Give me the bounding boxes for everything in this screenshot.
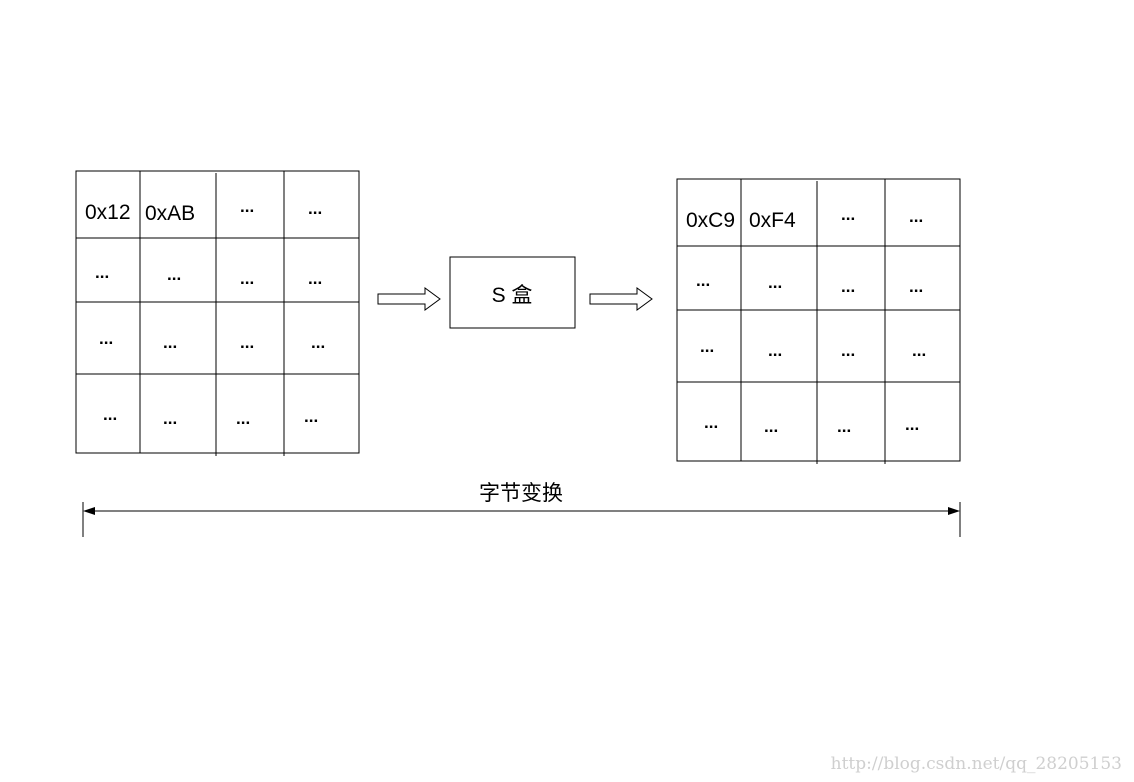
input-cell-0-1: 0xAB	[145, 202, 195, 225]
input-cell-0-2: ...	[240, 197, 254, 216]
sbox-label: S 盒	[492, 284, 533, 307]
input-cell-3-1: ...	[163, 409, 177, 428]
output-cell-0-1: 0xF4	[749, 209, 796, 232]
input-cell-2-1: ...	[163, 333, 177, 352]
range-label: 字节变换	[479, 481, 563, 505]
output-cell-0-2: ...	[841, 205, 855, 224]
output-cell-3-2: ...	[837, 417, 851, 436]
right-arrow-icon	[377, 287, 441, 311]
input-cell-3-3: ...	[304, 407, 318, 426]
output-cell-3-0: ...	[704, 413, 718, 432]
output-cell-0-3: ...	[909, 207, 923, 226]
output-cell-1-3: ...	[909, 277, 923, 296]
input-cell-1-1: ...	[167, 265, 181, 284]
output-cell-2-1: ...	[768, 341, 782, 360]
input-matrix-border	[75, 170, 360, 454]
output-cell-1-1: ...	[768, 273, 782, 292]
watermark: http://blog.csdn.net/qq_28205153	[831, 754, 1122, 774]
output-cell-3-1: ...	[764, 417, 778, 436]
range-indicator: 字节变换	[82, 481, 961, 537]
input-matrix: 0x12 0xAB ... ... ... ... ... ... ... ..…	[75, 170, 360, 456]
output-cell-1-2: ...	[841, 277, 855, 296]
input-cell-2-0: ...	[99, 329, 113, 348]
right-arrow-icon	[589, 287, 653, 311]
input-cell-0-3: ...	[308, 199, 322, 218]
input-cell-2-2: ...	[240, 333, 254, 352]
input-cell-3-0: ...	[103, 405, 117, 424]
output-matrix-border	[676, 178, 961, 462]
input-cell-1-2: ...	[240, 269, 254, 288]
arrow-left-icon	[83, 507, 95, 515]
output-cell-3-3: ...	[905, 415, 919, 434]
input-cell-3-2: ...	[236, 409, 250, 428]
sbox-border	[449, 256, 576, 329]
input-cell-2-3: ...	[311, 333, 325, 352]
output-cell-0-0: 0xC9	[686, 209, 735, 232]
output-cell-1-0: ...	[696, 271, 710, 290]
output-matrix: 0xC9 0xF4 ... ... ... ... ... ... ... ..…	[676, 178, 961, 464]
sbox: S 盒	[449, 256, 576, 329]
output-cell-2-2: ...	[841, 341, 855, 360]
output-cell-2-0: ...	[700, 337, 714, 356]
arrow-right-icon	[948, 507, 960, 515]
input-cell-0-0: 0x12	[85, 201, 131, 224]
output-cell-2-3: ...	[912, 341, 926, 360]
input-cell-1-0: ...	[95, 263, 109, 282]
input-cell-1-3: ...	[308, 269, 322, 288]
